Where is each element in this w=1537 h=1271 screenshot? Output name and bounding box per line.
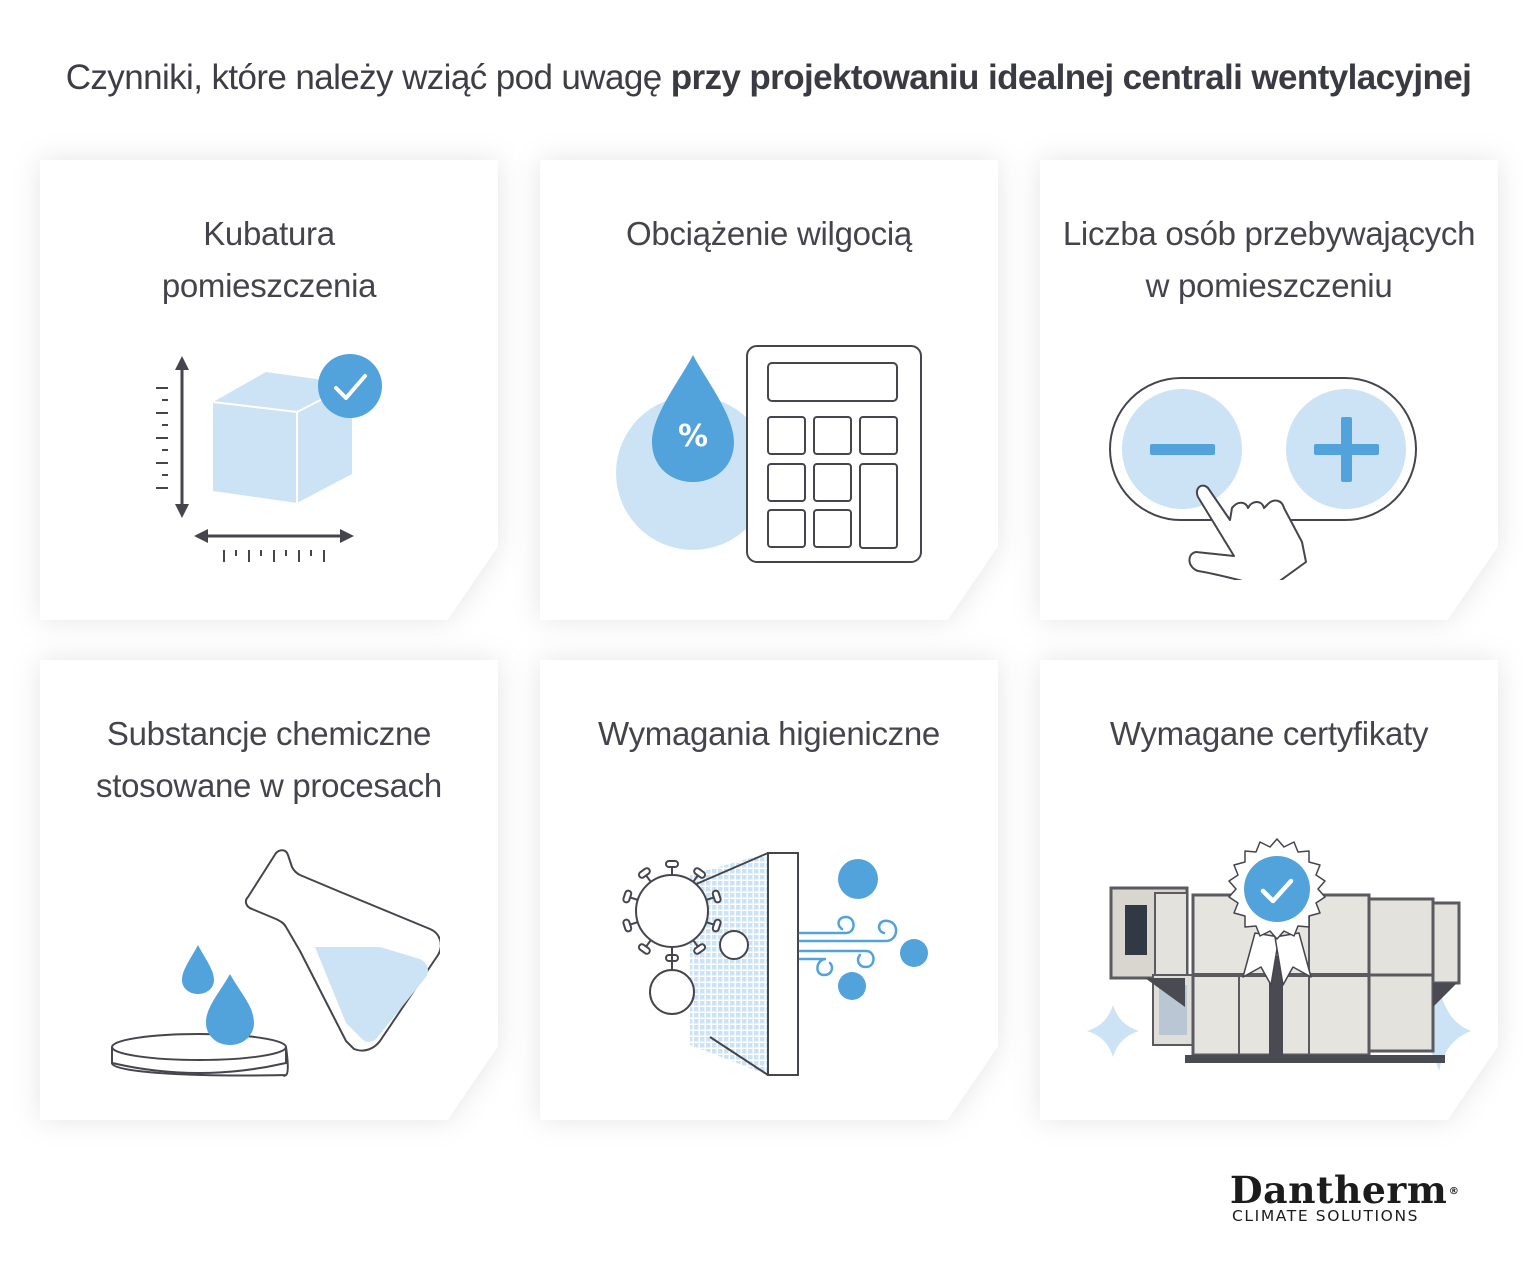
title-bold: przy projektowaniu idealnej centrali wen… [670, 58, 1472, 97]
brand-name: Dantherm® [1229, 1168, 1460, 1212]
page-title: Czynniki, które należy wziąć pod uwagę p… [0, 58, 1537, 98]
card-title: Obciążenie wilgocią [626, 215, 912, 252]
humidity-calculator-icon: % [616, 345, 922, 563]
card-title: Wymagania higieniczne [598, 715, 940, 752]
svg-text:%: % [678, 419, 708, 454]
card-humidity-load: Obciążenie wilgocią % [540, 160, 998, 620]
card-chemical-substances: Substancje chemiczne stosowane w procesa… [40, 660, 498, 1120]
card-title: Liczba osób przebywających w pomieszczen… [1062, 215, 1476, 304]
certified-ahu-unit-icon [1087, 838, 1471, 1071]
brand-tagline: CLIMATE SOLUTIONS [1232, 1207, 1420, 1225]
title-regular: Czynniki, które należy wziąć pod uwagę [65, 58, 671, 97]
card-title: Wymagane certyfikaty [1109, 715, 1429, 752]
cube-dimensions-check-icon [156, 354, 382, 562]
card-hygiene-requirements: Wymagania higieniczne [540, 660, 998, 1120]
card-title: Kubatura pomieszczenia [161, 215, 377, 304]
card-title: Substancje chemiczne stosowane w procesa… [96, 715, 442, 804]
card-required-certificates: Wymagane certyfikaty [1040, 660, 1498, 1120]
virus-filter-icon [622, 852, 928, 1076]
card-room-volume: Kubatura pomieszczenia [40, 160, 498, 620]
dantherm-logo: Dantherm® CLIMATE SOLUTIONS [1229, 1168, 1494, 1225]
card-occupancy: Liczba osób przebywających w pomieszczen… [1040, 160, 1498, 620]
plus-minus-counter-icon [1109, 377, 1417, 580]
chemical-flask-icon [111, 849, 440, 1077]
